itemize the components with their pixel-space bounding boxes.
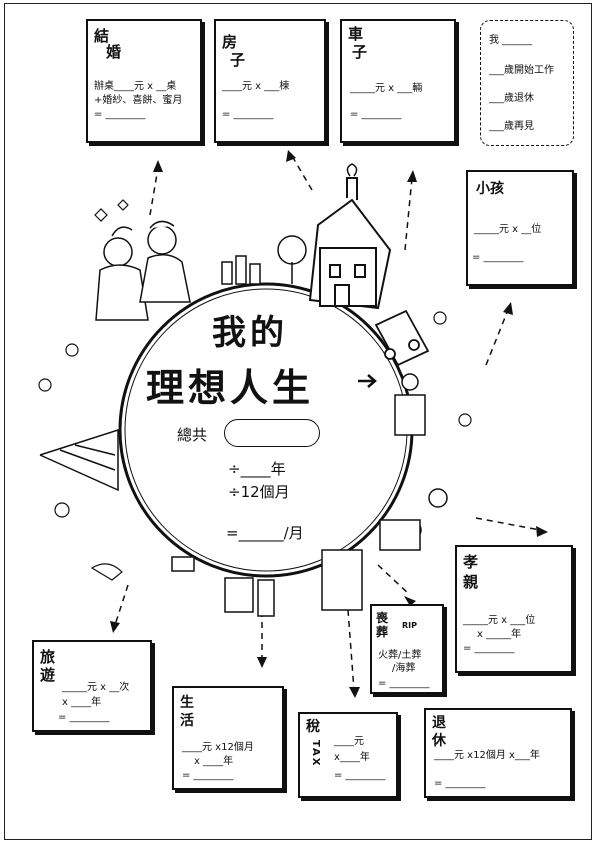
- globe-tree: [277, 235, 307, 284]
- life-plan-retire: ___歲退休: [489, 93, 534, 104]
- retire-line1: ____元 x12個月 x___年: [434, 750, 540, 761]
- house-total: = ________: [222, 109, 274, 120]
- marriage-title-a: 結: [94, 27, 110, 45]
- arrow-to-kids: [485, 309, 509, 366]
- card-life-plan: 我 ______ ___歲開始工作 ___歲退休 ___歲再見: [480, 20, 574, 146]
- living-title-a: 生: [180, 695, 194, 711]
- title-line1: 我的: [212, 313, 288, 353]
- card-marriage: 結 婚 辦桌____元 x __桌 +婚紗、喜餅、蜜月 = ________: [86, 19, 202, 143]
- card-retire: 退 休 ____元 x12個月 x___年 = ________: [424, 708, 572, 798]
- retire-total: = ________: [434, 778, 486, 789]
- parents-line2: x _____年: [477, 629, 522, 640]
- arrow-to-car: [404, 177, 413, 251]
- arrow-to-travel: [114, 584, 129, 626]
- rip-label: RIP: [402, 621, 417, 630]
- globe-car: [374, 309, 430, 367]
- card-house: 房 子 ____元 x ___棟 = ________: [214, 19, 326, 143]
- marriage-line2: +婚紗、喜餅、蜜月: [94, 95, 183, 106]
- card-tax: 稅 TAX ____元 x____年 = ________: [298, 712, 398, 798]
- card-parents: 孝 親 _____元 x ___位 x _____年 = ________: [455, 545, 573, 673]
- funeral-total: = ________: [378, 678, 430, 689]
- tax-letters: TAX: [310, 740, 321, 768]
- tax-title: 稅: [306, 719, 320, 735]
- total-input[interactable]: [224, 419, 320, 447]
- living-title-b: 活: [180, 713, 194, 729]
- living-line1: ____元 x12個月: [182, 742, 254, 753]
- card-funeral: 喪 葬 RIP 火葬/土葬 /海葬 = ________: [370, 604, 444, 694]
- life-plan-me: 我 ______: [489, 35, 533, 46]
- house-title-b: 子: [230, 51, 246, 69]
- parents-title-a: 孝: [463, 553, 479, 571]
- divide-years: ÷____年: [228, 460, 286, 478]
- eiffel-tower: [39, 428, 119, 492]
- arrow-to-funeral: [377, 564, 411, 596]
- car-total: = ________: [350, 109, 402, 120]
- card-travel: 旅 遊 _____元 x __次 x ____年 = ________: [32, 640, 152, 732]
- retire-title-b: 休: [432, 733, 446, 749]
- life-plan-goodbye: ___歲再見: [489, 121, 534, 132]
- living-total: = ________: [182, 770, 234, 781]
- page-border: [4, 3, 592, 840]
- tax-line2: x____年: [334, 752, 370, 763]
- parents-line1: _____元 x ___位: [463, 615, 536, 626]
- marriage-total: = ________: [94, 109, 146, 120]
- parents-total: = ________: [463, 643, 515, 654]
- funeral-title-b: 葬: [376, 625, 389, 639]
- kids-total: = ________: [472, 252, 524, 263]
- card-kids: 小孩 _____元 x __位 = ________: [466, 170, 574, 286]
- funeral-line1: 火葬/土葬: [378, 650, 422, 661]
- arrow-to-tax: [347, 609, 355, 691]
- life-plan-start-work: ___歲開始工作: [489, 65, 554, 76]
- car-title-a: 車: [348, 25, 364, 43]
- card-car: 車 子 _____元 x ___輛 = ________: [340, 19, 456, 143]
- funeral-line2: /海葬: [392, 663, 416, 674]
- car-line1: _____元 x ___輛: [350, 83, 423, 94]
- family-doodle: [379, 373, 448, 551]
- travel-title-b: 遊: [40, 666, 56, 684]
- house-title-a: 房: [222, 33, 238, 51]
- tax-line1: ____元: [334, 736, 364, 747]
- travel-line2: x ____年: [62, 697, 102, 708]
- retire-title-a: 退: [432, 715, 446, 731]
- title-line2: 理想人生: [146, 366, 315, 410]
- funeral-title-a: 喪: [376, 611, 389, 625]
- arrow-to-marriage: [149, 167, 159, 216]
- couple-doodle: [95, 220, 191, 321]
- living-line2: x ____年: [194, 756, 234, 767]
- tax-total: = ________: [334, 770, 386, 781]
- house-line1: ____元 x ___棟: [222, 81, 290, 92]
- divide-months: ÷12個月: [228, 483, 290, 501]
- travel-title-a: 旅: [40, 648, 56, 666]
- kids-title: 小孩: [476, 181, 504, 197]
- marriage-line1: 辦桌____元 x __桌: [94, 81, 177, 92]
- car-title-b: 子: [352, 43, 368, 61]
- card-living: 生 活 ____元 x12個月 x ____年 = ________: [172, 686, 284, 790]
- marriage-title-b: 婚: [106, 43, 122, 61]
- kids-line1: _____元 x __位: [474, 224, 542, 235]
- travel-total: = ________: [58, 712, 110, 723]
- parents-title-b: 親: [463, 573, 479, 591]
- arrow-to-house: [291, 155, 313, 191]
- city-buildings: [171, 549, 363, 617]
- arrow-to-parents: [475, 517, 541, 531]
- monthly-result: =______/月: [226, 524, 304, 542]
- total-label: 總共: [177, 426, 208, 444]
- travel-line1: _____元 x __次: [62, 682, 130, 693]
- globe-house: [308, 177, 392, 310]
